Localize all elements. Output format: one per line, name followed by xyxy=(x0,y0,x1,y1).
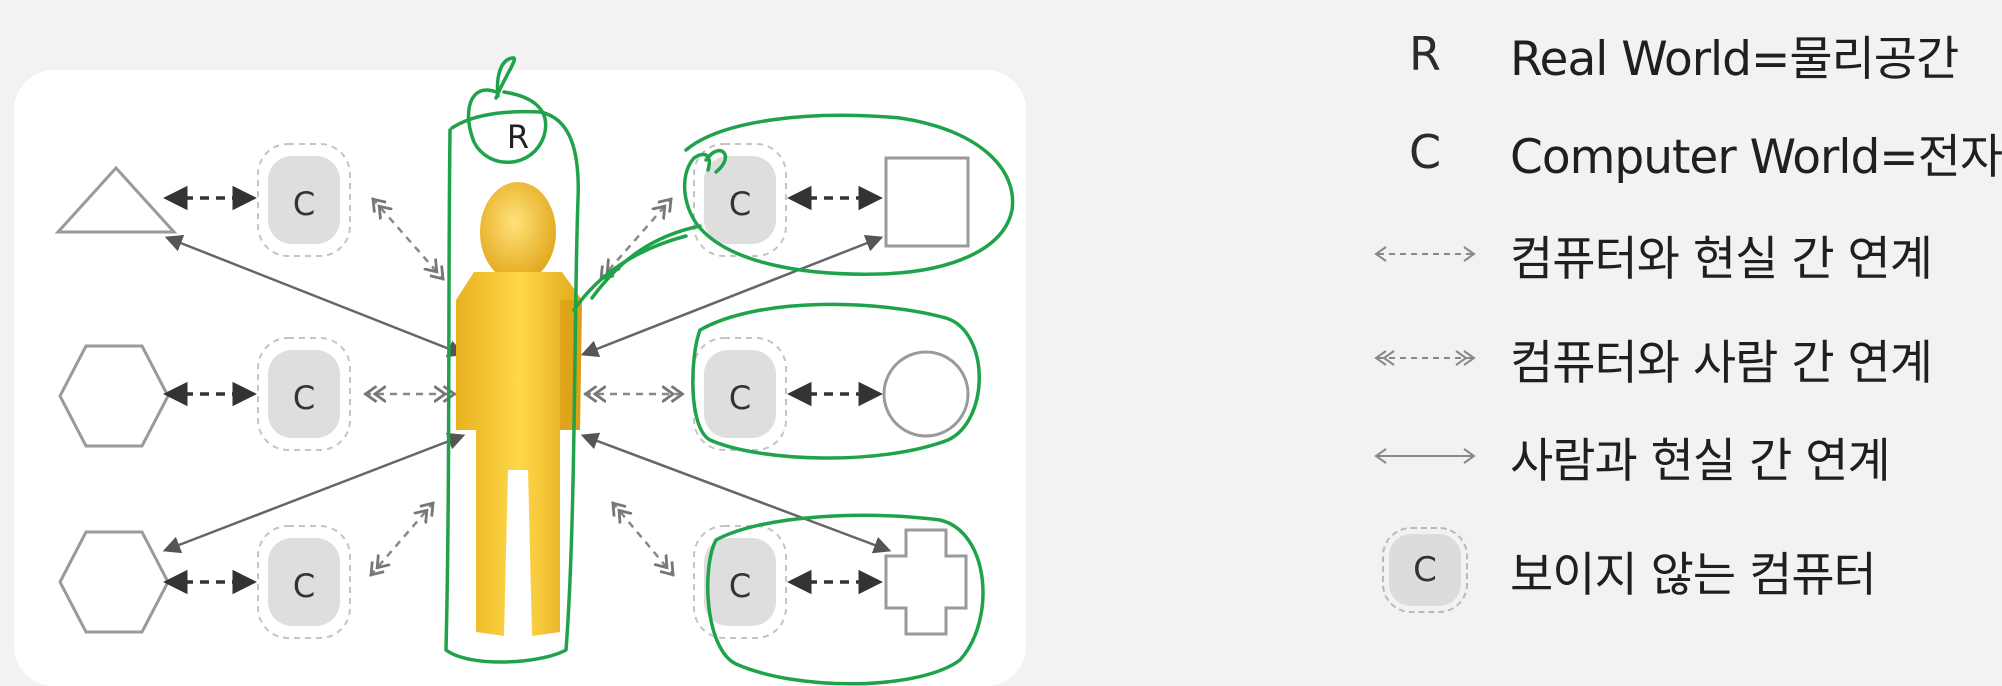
computer-node-right-top: C xyxy=(693,143,787,257)
computer-label: C xyxy=(729,185,751,223)
computer-label: C xyxy=(293,567,315,605)
diagram: C C C C C C xyxy=(14,56,1026,686)
legend: R Real World=물리공간 C Computer World=전자 컴퓨… xyxy=(1340,0,2002,686)
solid-arrow-icon xyxy=(1374,448,1476,464)
dashed-arrow-icon xyxy=(1374,246,1476,262)
legend-item-real-world: R Real World=물리공간 xyxy=(1340,14,1959,94)
legend-item-computer-person: 컴퓨터와 사람 간 연계 xyxy=(1340,318,1933,398)
cross-shape xyxy=(884,528,968,636)
computer-node-left-top: C xyxy=(257,143,351,257)
legend-label: Computer World=전자 xyxy=(1510,129,2002,185)
computer-label: C xyxy=(729,567,751,605)
legend-label: 보이지 않는 컴퓨터 xyxy=(1510,547,1877,603)
computer-label: C xyxy=(293,379,315,417)
person-label: R xyxy=(507,118,529,156)
person-figure xyxy=(456,182,582,636)
handwritten-annotations xyxy=(444,56,1015,686)
computer-label: C xyxy=(293,185,315,223)
square-shape xyxy=(884,156,970,248)
legend-label: 컴퓨터와 현실 간 연계 xyxy=(1510,231,1933,287)
hexagon-shape-top xyxy=(58,344,170,448)
legend-item-invisible-computer: C 보이지 않는 컴퓨터 xyxy=(1340,520,1877,620)
invisible-computer-icon: C xyxy=(1382,527,1468,613)
triangle-shape xyxy=(54,165,178,234)
computer-real-links xyxy=(163,185,883,595)
person-real-links xyxy=(162,234,892,554)
hexagon-shape-bottom xyxy=(58,530,170,634)
legend-label: 사람과 현실 간 연계 xyxy=(1510,433,1891,489)
legend-symbol-r: R xyxy=(1409,27,1441,81)
computer-label: C xyxy=(729,379,751,417)
legend-label: Real World=물리공간 xyxy=(1510,31,1959,87)
legend-item-computer-real: 컴퓨터와 현실 간 연계 xyxy=(1340,214,1933,294)
legend-symbol-c: C xyxy=(1408,125,1442,179)
circle-shape xyxy=(882,350,970,438)
legend-label: 컴퓨터와 사람 간 연계 xyxy=(1510,335,1933,391)
legend-item-person-real: 사람과 현실 간 연계 xyxy=(1340,416,1891,496)
double-dashed-arrow-icon xyxy=(1374,350,1476,366)
legend-item-computer-world: C Computer World=전자 xyxy=(1340,112,2002,192)
